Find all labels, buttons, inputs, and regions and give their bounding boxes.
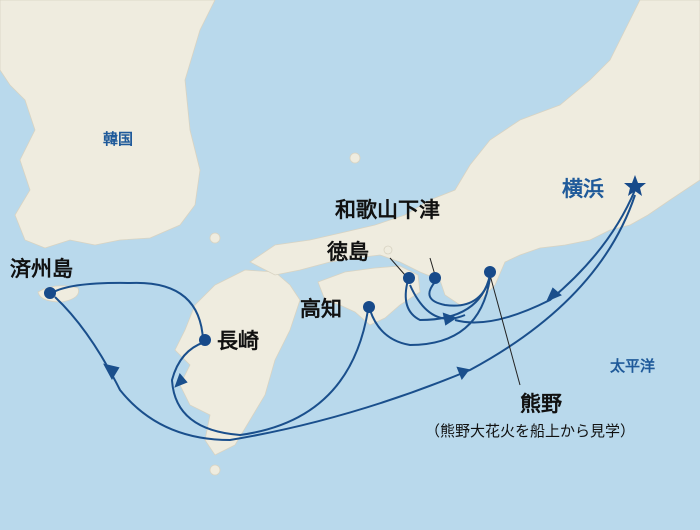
port-label-tokushima: 徳島 bbox=[327, 240, 369, 264]
route-wakayama-kochi bbox=[369, 277, 491, 347]
star-icon bbox=[624, 175, 646, 196]
route-kochi-nagasaki bbox=[170, 309, 369, 437]
route-nagasaki-jeju bbox=[51, 281, 204, 341]
tokushima-marker bbox=[403, 272, 415, 284]
region-label-korea: 韓国 bbox=[103, 130, 134, 148]
jeju-marker bbox=[44, 287, 56, 299]
port-label-kochi: 高知 bbox=[300, 297, 342, 321]
shikoku bbox=[317, 265, 421, 326]
kyushu bbox=[174, 269, 301, 456]
port-label-nagasaki: 長崎 bbox=[217, 329, 259, 353]
port-label-kumano: 熊野 bbox=[520, 392, 562, 416]
route-tokushima-wakayama bbox=[409, 284, 466, 320]
korean-peninsula bbox=[0, 0, 216, 249]
routes bbox=[51, 189, 636, 442]
port-label-wakayama: 和歌山下津 bbox=[335, 198, 440, 222]
region-label-pacific: 太平洋 bbox=[610, 357, 656, 375]
kumano-marker bbox=[484, 266, 496, 278]
port-label-jeju: 済州島 bbox=[10, 257, 73, 281]
honshu bbox=[249, 0, 700, 306]
port-label-yokohama: 横浜 bbox=[562, 177, 604, 201]
kochi-marker bbox=[363, 301, 375, 313]
kumano-note: （熊野大花火を船上から見学） bbox=[425, 422, 636, 440]
nagasaki-marker bbox=[199, 334, 211, 346]
wakayama-marker bbox=[429, 272, 441, 284]
